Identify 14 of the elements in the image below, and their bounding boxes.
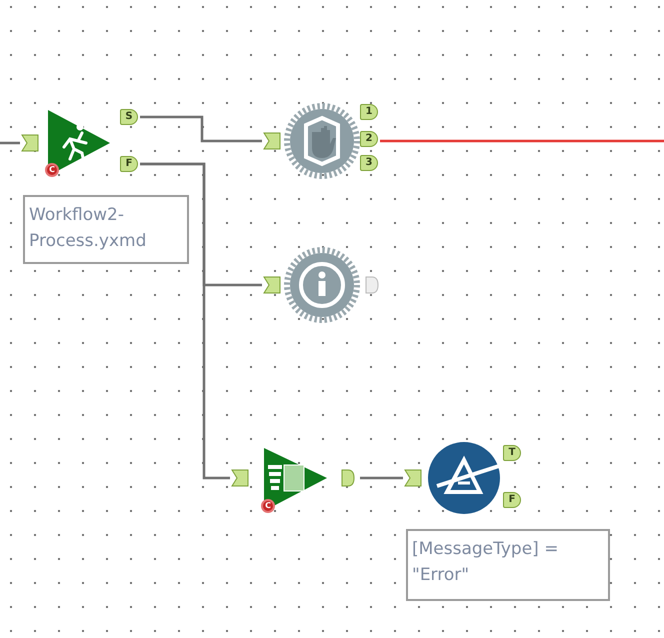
connector bbox=[140, 162, 230, 480]
connector bbox=[380, 140, 664, 142]
anchor-label: 2 bbox=[360, 131, 378, 147]
connector bbox=[0, 142, 20, 144]
annotation-box: Workflow2-Process.yxmd bbox=[23, 195, 189, 264]
anchor-label: 3 bbox=[360, 155, 378, 171]
anchor-label: 1 bbox=[360, 104, 378, 120]
anchor-label: F bbox=[503, 492, 521, 508]
anchor-label: S bbox=[120, 109, 138, 125]
connector bbox=[360, 476, 403, 480]
connector bbox=[140, 116, 262, 142]
annotation-box: [MessageType] = "Error" bbox=[406, 529, 610, 601]
anchor-label: F bbox=[120, 156, 138, 172]
anchor-label: T bbox=[503, 445, 521, 461]
